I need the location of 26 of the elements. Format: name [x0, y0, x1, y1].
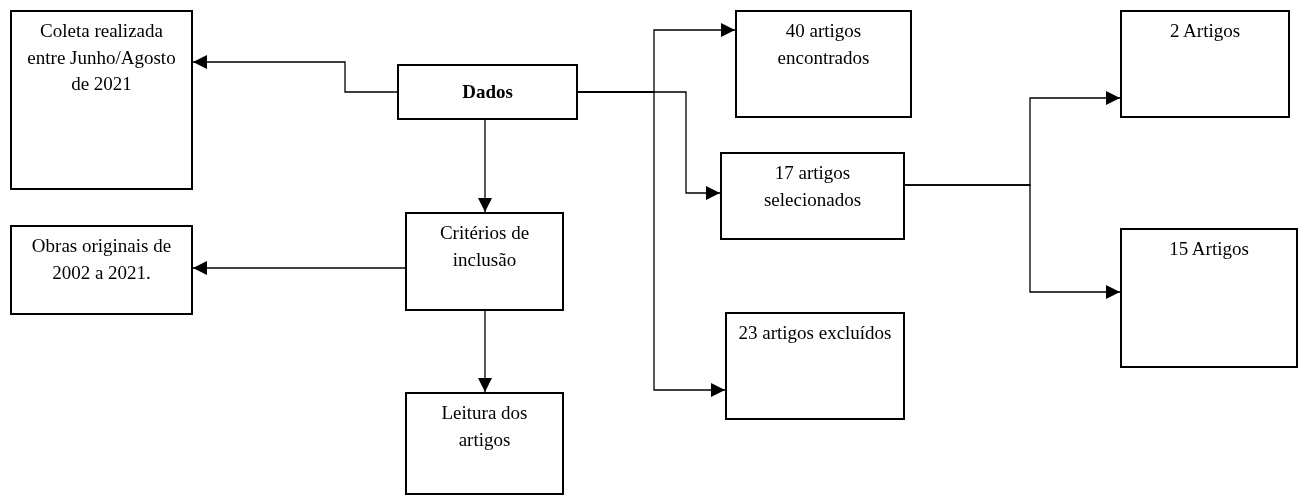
box-label: Leitura dos artigos: [440, 401, 529, 452]
process-box: [10, 10, 193, 190]
box-label: 40 artigos encontrados: [776, 19, 871, 70]
process-box: [725, 312, 905, 420]
arrow: [577, 91, 726, 397]
box-label: Obras originais de 2002 a 2021.: [30, 234, 173, 285]
box-label: Dados: [462, 79, 513, 104]
box-label: 2 Artigos: [1169, 19, 1241, 43]
process-box: [720, 152, 905, 240]
arrow: [192, 261, 406, 275]
box-label: 17 artigos selecionados: [762, 161, 863, 212]
box-label: 23 artigos excluídos: [738, 321, 892, 345]
process-box: [1120, 10, 1290, 118]
process-box: [405, 392, 564, 495]
box-label: Critérios de inclusão: [438, 221, 531, 272]
arrow: [478, 119, 492, 213]
process-box: [735, 10, 912, 118]
box-label: 15 Artigos: [1169, 237, 1249, 261]
process-box: [405, 212, 564, 311]
box-label: Coleta realizada entre Junho/Agosto de 2021: [26, 19, 177, 97]
process-box: [397, 64, 578, 120]
process-box: [10, 225, 193, 315]
arrow: [192, 55, 398, 93]
arrow: [478, 310, 492, 393]
process-box: [1120, 228, 1298, 368]
arrow: [904, 184, 1121, 299]
